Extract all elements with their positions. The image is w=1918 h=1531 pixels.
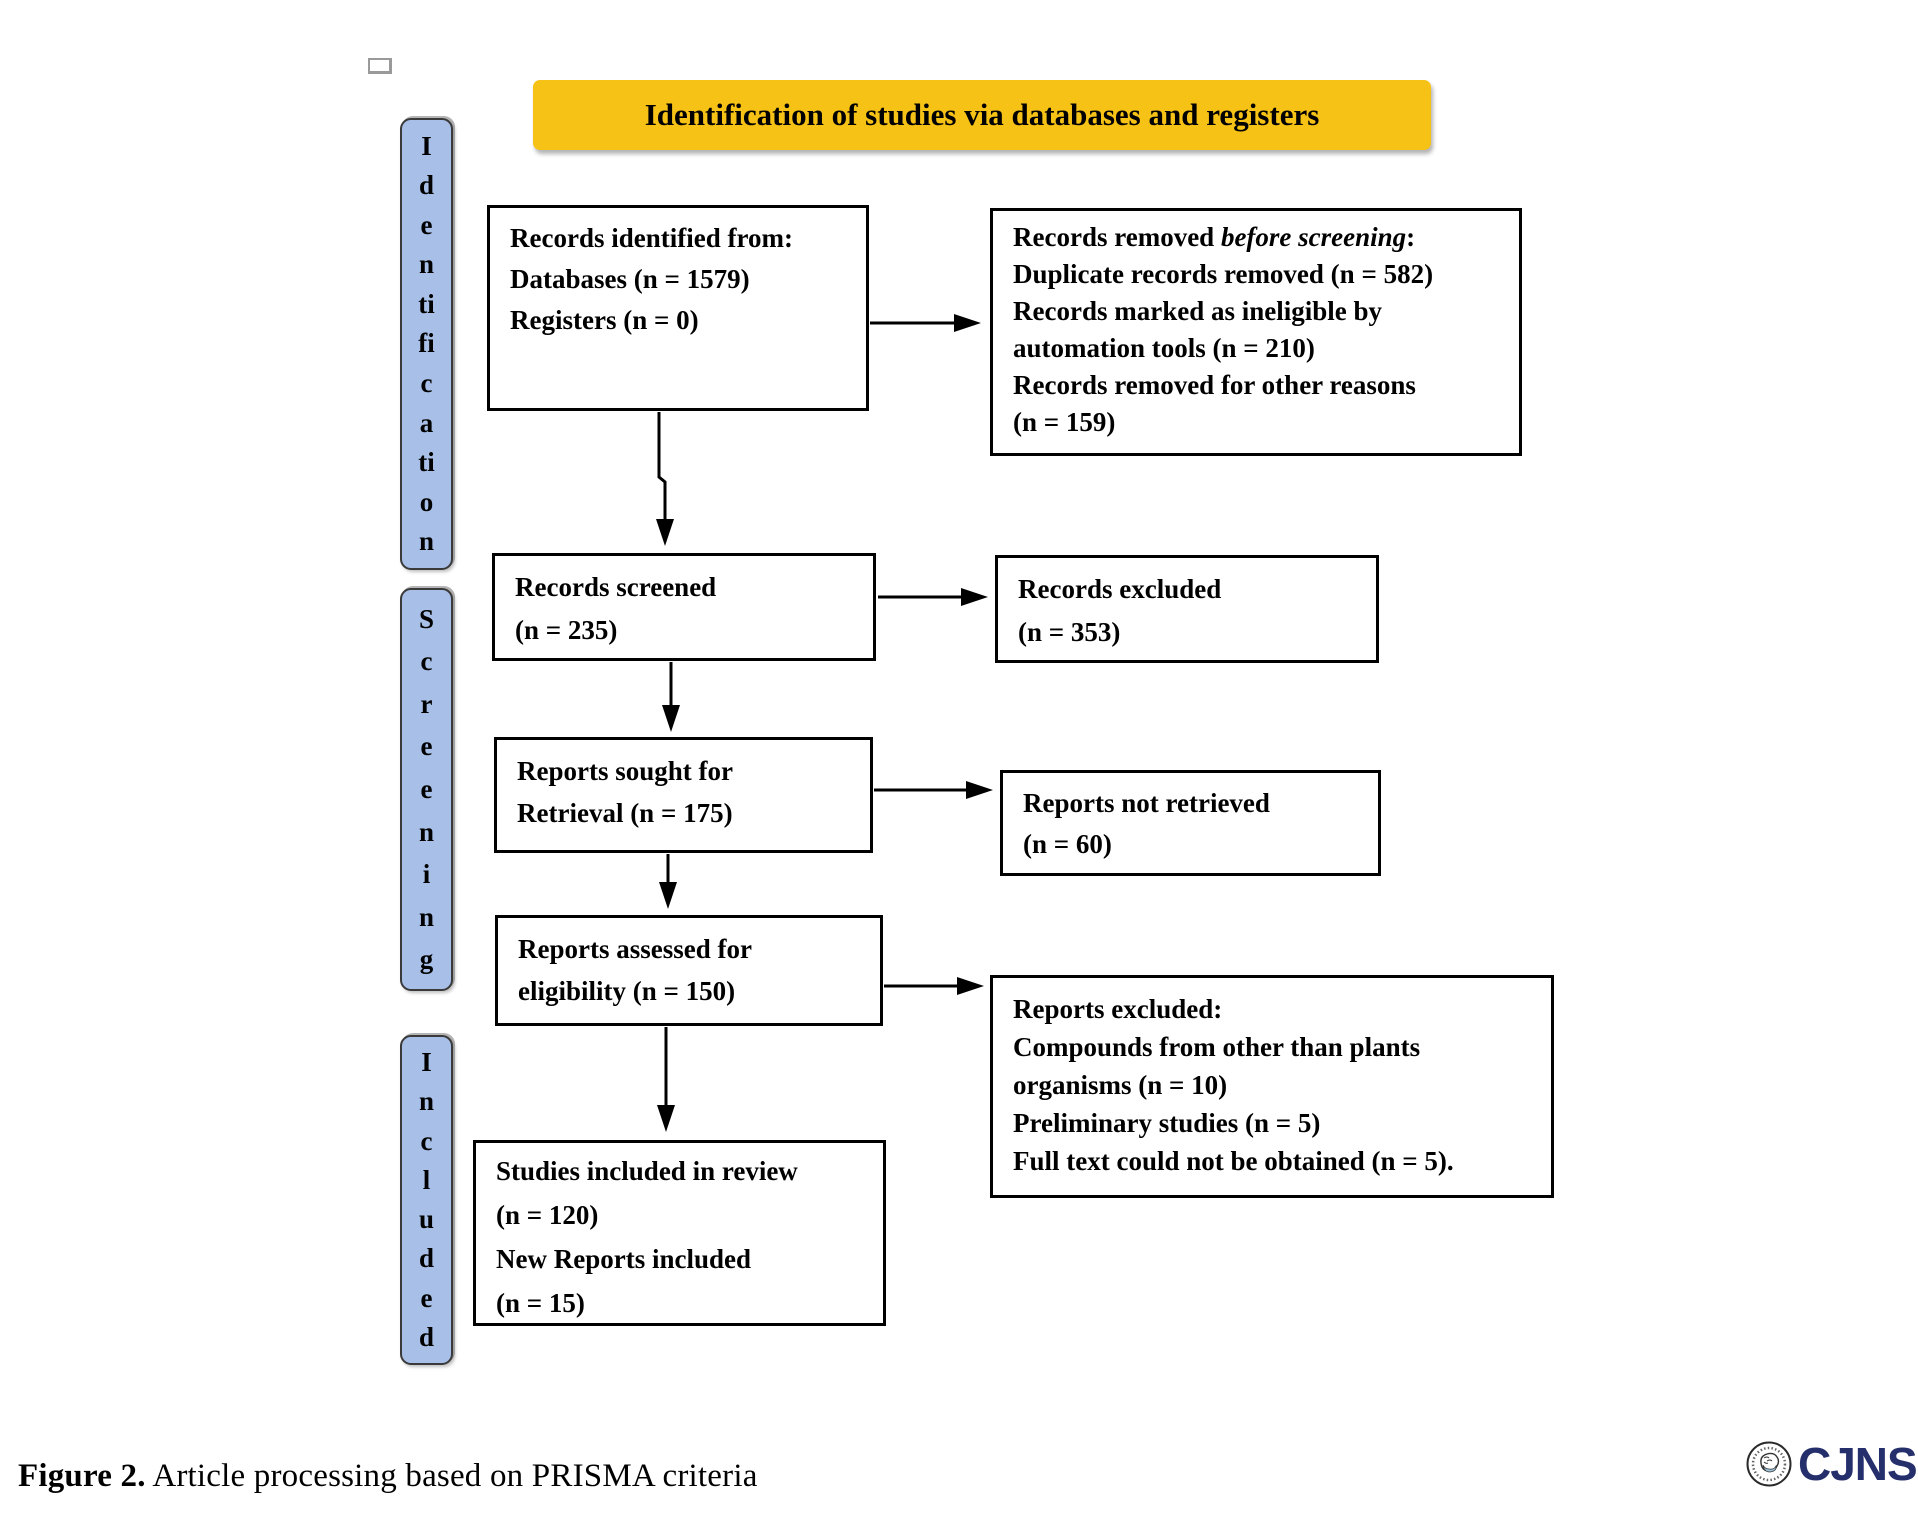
box-reports-not-retrieved: Reports not retrieved (n = 60) (1000, 770, 1381, 876)
box-line: (n = 159) (1013, 407, 1116, 437)
stage-letter: e (420, 731, 433, 762)
stage-letter: S (418, 603, 435, 634)
box-reports-sought: Reports sought for Retrieval (n = 175) (494, 737, 873, 853)
box-reports-excluded: Reports excluded: Compounds from other t… (990, 975, 1554, 1198)
box-records-identified: Records identified from: Databases (n = … (487, 205, 869, 411)
header-title: Identification of studies via databases … (644, 97, 1320, 132)
journal-logo: CJNS (1746, 1438, 1918, 1490)
arrow-identified-to-screened (656, 412, 674, 546)
box-line: Reports assessed for (518, 934, 752, 964)
stage-letter: c (420, 368, 433, 399)
stage-letter: o (419, 486, 434, 517)
stage-letter: ti (418, 288, 435, 319)
box-line: Preliminary studies (n = 5) (1013, 1108, 1321, 1138)
box-line: Compounds from other than plants (1013, 1032, 1421, 1062)
stage-letter: d (418, 170, 435, 201)
box-line: Records removed before screening: (1013, 219, 1511, 256)
box-line-italic-text: before screening (1220, 222, 1407, 252)
stage-bar-screening: S c r e e n i n g (400, 588, 453, 991)
stage-letter: i (422, 859, 431, 890)
stage-letter: n (418, 816, 435, 847)
box-line: (n = 120) (496, 1200, 599, 1230)
box-line: Records marked as ineligible by (1013, 296, 1382, 326)
cjns-emblem-icon (1746, 1441, 1792, 1487)
stage-letter: g (419, 944, 434, 975)
box-records-screened: Records screened (n = 235) (492, 553, 876, 661)
box-records-removed-before-screening: Records removed before screening: Duplic… (990, 208, 1522, 456)
stage-letter: c (420, 646, 433, 677)
stage-bar-identification: I d e n ti fi c a ti o n (400, 118, 453, 570)
box-line: Records screened (515, 572, 717, 602)
box-line: Reports excluded: (1013, 994, 1223, 1024)
box-line: Reports not retrieved (1023, 788, 1270, 818)
box-line: automation tools (n = 210) (1013, 333, 1315, 363)
box-records-excluded: Records excluded (n = 353) (995, 555, 1379, 663)
stage-bar-included: I n c l u d e d (400, 1035, 453, 1365)
box-line: Duplicate records removed (n = 582) (1013, 259, 1434, 289)
stage-letter: d (418, 1243, 435, 1274)
box-line: Retrieval (n = 175) (517, 798, 733, 828)
caption-text: Article processing based on PRISMA crite… (145, 1458, 758, 1494)
box-line: Records identified from: (510, 223, 793, 253)
stage-letter: n (418, 901, 435, 932)
stage-letter: e (420, 773, 433, 804)
box-line: New Reports included (496, 1244, 751, 1274)
stage-letter: ti (418, 447, 435, 478)
stage-letter: I (421, 130, 432, 161)
figure-caption: Figure 2. Article processing based on PR… (18, 1458, 758, 1495)
box-line-text: : (1406, 222, 1416, 252)
box-line: organisms (n = 10) (1013, 1070, 1228, 1100)
stage-letter: l (422, 1164, 431, 1195)
box-line: Records removed for other reasons (1013, 370, 1416, 400)
stage-letter: d (418, 1321, 435, 1352)
stage-letter: n (418, 1086, 435, 1117)
box-line: (n = 235) (515, 615, 618, 645)
stage-letter: c (420, 1125, 433, 1156)
stage-letter: a (419, 407, 434, 438)
stage-letter: r (420, 688, 433, 719)
box-line: Full text could not be obtained (n = 5). (1013, 1146, 1454, 1176)
box-line: Registers (n = 0) (510, 305, 699, 335)
header-banner: Identification of studies via databases … (533, 80, 1431, 150)
box-line: Studies included in review (496, 1156, 798, 1186)
stage-letter: n (418, 526, 435, 557)
box-line: Databases (n = 1579) (510, 264, 750, 294)
box-reports-assessed: Reports assessed for eligibility (n = 15… (495, 915, 883, 1026)
box-line: eligibility (n = 150) (518, 976, 736, 1006)
box-line-text: Records removed (1013, 222, 1221, 252)
box-line: (n = 60) (1023, 829, 1112, 859)
stage-letter: u (418, 1204, 435, 1235)
box-line: (n = 15) (496, 1288, 585, 1318)
stage-letter: fi (418, 328, 435, 359)
caption-label: Figure 2. (18, 1458, 146, 1494)
stage-letter: e (420, 209, 433, 240)
stage-letter: n (418, 249, 435, 280)
box-line: Records excluded (1018, 574, 1222, 604)
box-line: Reports sought for (517, 756, 733, 786)
stage-letter: e (420, 1282, 433, 1313)
stage-letter: I (421, 1047, 432, 1078)
anchor-square-icon (368, 58, 392, 74)
box-studies-included: Studies included in review (n = 120) New… (473, 1140, 886, 1326)
journal-logo-text: CJNS (1798, 1438, 1918, 1490)
box-line: (n = 353) (1018, 617, 1121, 647)
